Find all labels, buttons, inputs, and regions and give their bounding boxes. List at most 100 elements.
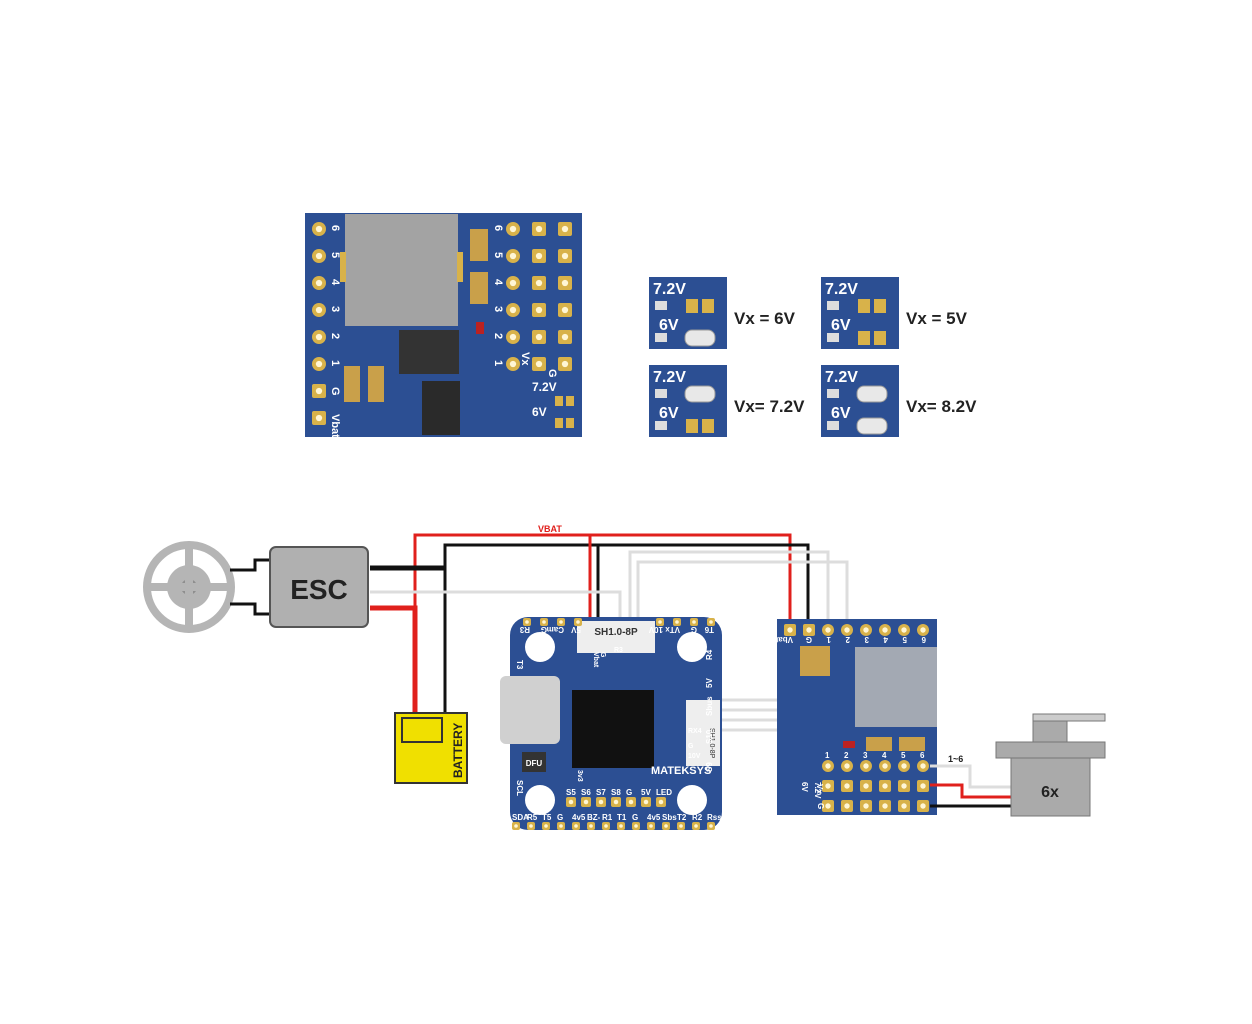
pad-hole	[649, 824, 653, 828]
esc-signal-wire	[370, 590, 622, 622]
pad-hole	[844, 783, 850, 789]
fc-right-pin-label: S10	[705, 729, 714, 744]
pad-hole	[559, 824, 563, 828]
jumper-result-label: Vx= 7.2V	[734, 397, 805, 416]
left-pin-label: 2	[329, 333, 341, 339]
fc-row-pin-label: S8	[611, 788, 621, 797]
pad-hole	[535, 360, 543, 368]
pad-hole	[664, 824, 668, 828]
pad-hole	[844, 803, 850, 809]
jumper-pad	[874, 299, 886, 313]
servo1-signal-wire	[628, 550, 830, 630]
pad-hole	[658, 620, 662, 624]
left-pin-label: 1	[329, 360, 341, 366]
pdb-top-pin-label: 6	[921, 635, 926, 644]
pad-hole	[844, 627, 850, 633]
jumper-result-label: Vx = 5V	[906, 309, 968, 328]
pad-hole	[844, 763, 850, 769]
fc-bottom-pin-label: G	[632, 813, 638, 822]
fc-misc-label: 3v3	[576, 770, 583, 782]
solder-bridge	[856, 417, 888, 435]
usb-c-port	[500, 676, 560, 744]
pad-hole	[561, 225, 569, 233]
dfu-button[interactable]: DFU	[526, 759, 543, 768]
pad-hole	[315, 360, 323, 368]
fc-right-pin-label: 5V	[705, 678, 714, 688]
pad-hole	[509, 360, 517, 368]
pad-hole	[634, 824, 638, 828]
jumper-high-label: 7.2V	[653, 281, 686, 298]
jumper-pad	[686, 299, 698, 313]
pad-hole	[561, 279, 569, 287]
capacitor	[344, 366, 360, 402]
fc-right-pin-label: S9	[705, 762, 714, 772]
pad-hole	[882, 627, 888, 633]
pad-hole	[825, 783, 831, 789]
solder-bridge	[684, 385, 716, 403]
pad-hole	[882, 803, 888, 809]
pad-hole	[628, 799, 634, 805]
pdb-top-pin-label: G	[806, 635, 812, 644]
motor	[143, 541, 272, 633]
pad-hole	[509, 279, 517, 287]
mosfet	[399, 330, 459, 374]
fc-row-pin-label: LED	[656, 788, 672, 797]
inductor-pad	[457, 252, 463, 282]
pad-hole	[315, 414, 323, 422]
g-label: G	[546, 369, 558, 378]
fc-misc-label: G	[688, 743, 694, 750]
pad-hole	[694, 824, 698, 828]
pad-hole	[542, 620, 546, 624]
resistor	[655, 333, 667, 342]
fc-misc-label: 10V	[688, 753, 701, 760]
fc-misc-label: RX4	[688, 728, 702, 735]
pad-hole	[825, 627, 831, 633]
servo-channel-label: 1~6	[948, 754, 963, 764]
pdb-servo-pin-label: 5	[901, 751, 906, 760]
pad-hole	[613, 799, 619, 805]
pad-hole	[709, 620, 713, 624]
solder-bridge	[684, 329, 716, 347]
left-pin-label: Vbat	[329, 414, 341, 438]
fc-bottom-pin-label: G	[557, 813, 563, 822]
jumper-pad	[686, 419, 698, 433]
fc-row-pin-label: 5V	[641, 788, 651, 797]
pad-hole	[561, 333, 569, 341]
esc-label: ESC	[290, 574, 348, 605]
pad-hole	[544, 824, 548, 828]
right-pin-label: 4	[492, 279, 504, 286]
fc-row-pin-label: S5	[566, 788, 576, 797]
esc-power-wire	[370, 605, 418, 715]
fc-row-pin-label: S7	[596, 788, 606, 797]
capacitor	[470, 229, 488, 261]
pad-hole	[315, 225, 323, 233]
pdb-servo-pin-label: 3	[863, 751, 868, 760]
fc-right-pin-label: Sbus	[705, 696, 714, 716]
fc-top-pin-label: G	[541, 625, 547, 634]
pad-hole	[643, 799, 649, 805]
pdb-top-pin-label: 5	[902, 635, 907, 644]
led	[476, 322, 484, 334]
pad-hole	[709, 824, 713, 828]
pad-hole	[315, 279, 323, 287]
fc-row-pin-label: S6	[581, 788, 591, 797]
jumper-pad	[555, 418, 563, 428]
jumper-pad	[858, 331, 870, 345]
pad-hole	[598, 799, 604, 805]
jumper-high-label: 7.2V	[653, 369, 686, 386]
jumper-low-label: 6V	[532, 405, 547, 419]
fc-bottom-pin-label: R5	[527, 813, 538, 822]
fc-bottom-pin-label: SDA	[512, 813, 529, 822]
fc-misc-label: Vbat	[592, 652, 599, 668]
jumper-pad	[566, 396, 574, 406]
right-pin-label: 5	[492, 252, 504, 258]
pad-hole	[576, 620, 580, 624]
pad-hole	[901, 803, 907, 809]
pad-hole	[825, 763, 831, 769]
pad-hole	[583, 799, 589, 805]
